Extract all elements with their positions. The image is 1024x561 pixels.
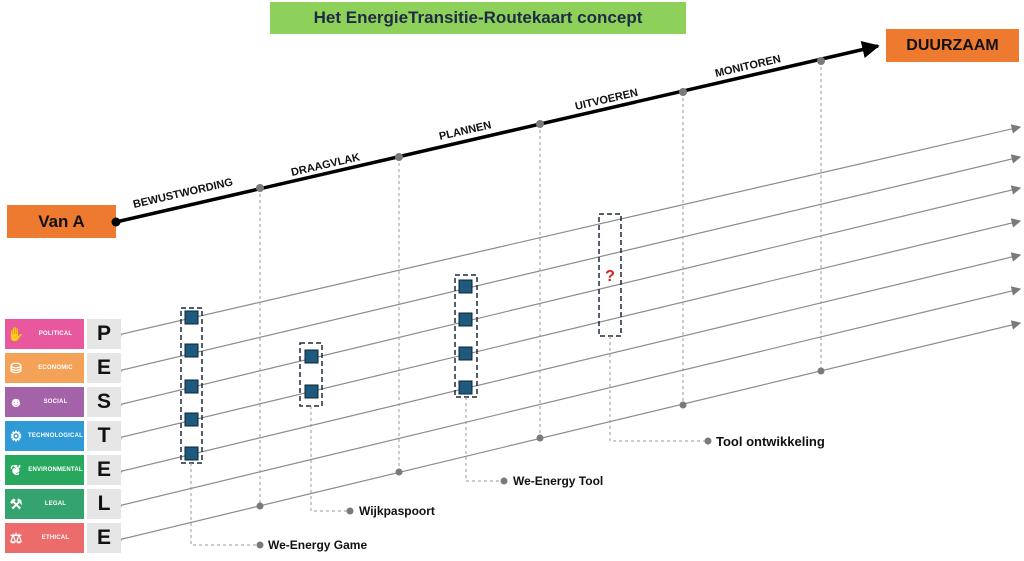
pestle-row-political: ✋ POLITICAL P [5, 319, 121, 349]
pestle-label: SOCIAL [43, 399, 68, 405]
pestle-badge-environmental: ❦ ENVIRONMENTAL [5, 455, 84, 485]
diagram-title: Het EnergieTransitie-Routekaart concept [270, 2, 686, 34]
pestle-label: ETHICAL [41, 535, 70, 541]
pestle-line-economic [117, 154, 1022, 372]
pestle-line-environmental [117, 252, 1022, 473]
tool-group-we-energy-game [180, 307, 264, 549]
pestle-row-legal: ⚒ LEGAL L [5, 489, 121, 519]
pestle-letter: T [87, 421, 121, 451]
tool-group-tool-ontwikkeling: ? [598, 213, 712, 445]
pestle-line-technological [117, 218, 1022, 439]
tool-square [184, 412, 199, 427]
pestle-row-technological: ⚙ TECHNOLOGICAL T [5, 421, 121, 451]
main-route-arrow [111, 41, 880, 227]
pestle-badge-ethical: ⚖ ETHICAL [5, 523, 84, 553]
hand-vote-icon: ✋ [7, 325, 25, 342]
question-mark-icon: ? [605, 268, 615, 285]
tool-label-we-energy-tool: We-Energy Tool [513, 474, 603, 488]
phase-labels: BEWUSTWORDING DRAAGVLAK PLANNEN UITVOERE… [132, 53, 782, 211]
robot-arm-icon: ⚙ [9, 427, 23, 444]
tool-group-wijkpaspoort [299, 342, 354, 515]
pestle-row-ethical: ⚖ ETHICAL E [5, 523, 121, 553]
phase-drop-lines [256, 61, 825, 510]
pestle-row-environmental: ❦ ENVIRONMENTAL E [5, 455, 121, 485]
scales-icon: ⚖ [9, 529, 23, 546]
tool-square [184, 379, 199, 394]
phase-label-plannen: PLANNEN [438, 119, 493, 143]
pestle-label: ECONOMIC [38, 365, 73, 371]
pestle-label: POLITICAL [38, 331, 73, 337]
tool-label-tool-ontwikkeling: Tool ontwikkeling [716, 434, 825, 449]
pestle-badge-social: ☻ SOCIAL [5, 387, 84, 417]
gavel-icon: ⚒ [9, 495, 23, 512]
pestle-line-political [117, 124, 1022, 336]
leaf-icon: ❦ [10, 461, 22, 478]
tool-square [184, 343, 199, 358]
tool-square [304, 384, 319, 399]
coins-icon: ⛁ [10, 359, 22, 376]
tool-square [458, 346, 473, 361]
tool-group-we-energy-tool [454, 274, 508, 485]
pestle-letter: E [87, 455, 121, 485]
tool-square [458, 380, 473, 395]
tool-square [184, 446, 199, 461]
tool-label-we-energy-game: We-Energy Game [268, 538, 367, 552]
tool-square [304, 349, 319, 364]
pestle-letter: L [87, 489, 121, 519]
pestle-label: LEGAL [44, 501, 67, 507]
tool-square [458, 312, 473, 327]
pestle-letter: S [87, 387, 121, 417]
tool-square [184, 310, 199, 325]
end-box: DUURZAAM [886, 29, 1019, 62]
tool-label-wijkpaspoort: Wijkpaspoort [359, 504, 435, 518]
tool-square [458, 279, 473, 294]
pestle-line-ethical [117, 320, 1022, 541]
pestle-line-legal [117, 286, 1022, 507]
pestle-row-economic: ⛁ ECONOMIC E [5, 353, 121, 383]
pestle-letter: P [87, 319, 121, 349]
pestle-badge-political: ✋ POLITICAL [5, 319, 84, 349]
pestle-badge-economic: ⛁ ECONOMIC [5, 353, 84, 383]
pestle-letter: E [87, 523, 121, 553]
start-box: Van A [7, 205, 116, 238]
pestle-badge-technological: ⚙ TECHNOLOGICAL [5, 421, 84, 451]
pestle-row-social: ☻ SOCIAL S [5, 387, 121, 417]
tool-labels: We-Energy Game Wijkpaspoort We-Energy To… [268, 434, 825, 552]
pestle-line-social [117, 185, 1022, 406]
pestle-badge-legal: ⚒ LEGAL [5, 489, 84, 519]
pestle-label: TECHNOLOGICAL [28, 433, 83, 439]
pestle-label: ENVIRONMENTAL [28, 467, 83, 473]
people-icon: ☻ [8, 394, 24, 410]
pestle-letter: E [87, 353, 121, 383]
